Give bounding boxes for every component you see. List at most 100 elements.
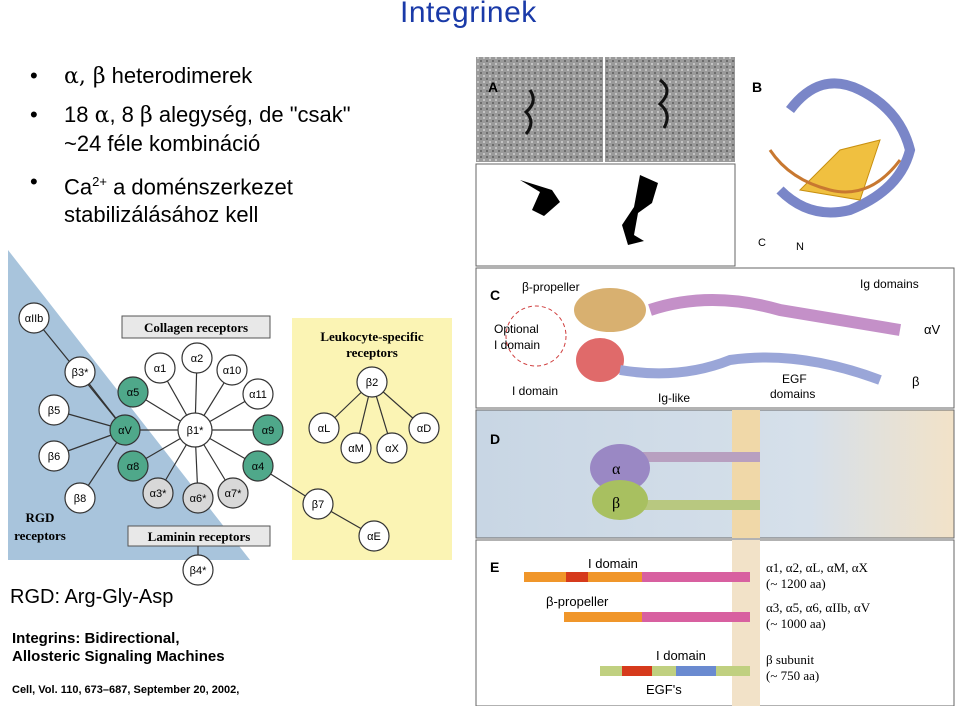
reference-citation: Cell, Vol. 110, 673–687, September 20, 2… (12, 684, 240, 696)
bullet-text: a doménszerkezet (106, 174, 293, 200)
node-av: αV (109, 414, 141, 446)
panel-e: E I domain β-propeller I domain EGF's α1… (475, 539, 955, 706)
rgd-definition: RGD: Arg-Gly-Asp (10, 586, 174, 608)
alpha-chain-structure (648, 294, 901, 336)
optional-idomain-outline (505, 305, 567, 367)
svg-text:β6: β6 (48, 451, 60, 463)
svg-text:α6*: α6* (190, 493, 207, 505)
svg-text:β3*: β3* (72, 367, 89, 379)
rgd-label-1: RGD (26, 510, 55, 525)
node-aiib: αIIb (18, 302, 50, 334)
bullet-greek: α (94, 103, 110, 128)
em-trace-2 (657, 78, 669, 129)
beta-sheet-ribbon (798, 139, 881, 201)
svg-text:α2: α2 (191, 353, 203, 365)
svg-text:α3*: α3* (150, 488, 167, 500)
beta-stalk (620, 500, 760, 510)
svg-text:α1: α1 (154, 363, 166, 375)
svg-text:β2: β2 (366, 377, 378, 389)
collagen-box (121, 315, 271, 339)
panel-b-c-terminus: C (758, 237, 766, 249)
svg-text:αE: αE (367, 531, 381, 543)
panel-b: B C N (738, 57, 954, 266)
node-a9: α9 (252, 414, 284, 446)
bullet-marker: • (30, 63, 38, 88)
svg-text:β5: β5 (48, 405, 60, 417)
bar-alpha-short-propeller (564, 612, 642, 622)
node-a7: α7* (217, 477, 249, 509)
bullet-text: 18 (64, 102, 95, 127)
propeller-structure (574, 288, 646, 332)
bullet-text: heterodimerek (105, 63, 253, 88)
panel-b-n-terminus: N (796, 241, 804, 253)
beta-head (592, 480, 648, 520)
panel-e-group3-line1: β subunit (766, 652, 815, 667)
panel-e-group1-line1: α1, α2, αL, αM, αX (766, 560, 869, 575)
node-a10: α10 (216, 354, 248, 386)
panel-a-label: A (488, 79, 498, 95)
panel-d-label: D (490, 431, 500, 447)
panel-e-idomain-2: I domain (656, 648, 706, 663)
membrane-band (732, 540, 760, 706)
node-a2: α2 (181, 342, 213, 374)
svg-text:β8: β8 (74, 493, 86, 505)
panel-e-idomain: I domain (588, 556, 638, 571)
node-a3: α3* (142, 477, 174, 509)
svg-text:β4*: β4* (190, 565, 207, 577)
svg-text:α9: α9 (262, 425, 274, 437)
leukocyte-label-2: receptors (346, 345, 398, 360)
node-a11: α11 (242, 378, 274, 410)
panel-a: A (475, 57, 736, 267)
panel-e-label: E (490, 559, 499, 575)
panel-d-beta: β (612, 495, 620, 512)
node-b6: β6 (38, 440, 70, 472)
bullet-greek: β (140, 103, 153, 128)
panel-e-group2-line1: α3, α5, α6, αIIb, αV (766, 600, 871, 615)
em-shape-2 (622, 175, 658, 245)
bar-beta-idomain (622, 666, 652, 676)
collagen-label: Collagen receptors (144, 320, 248, 335)
node-ax: αX (376, 432, 408, 464)
node-a1: α1 (144, 352, 176, 384)
svg-text:αD: αD (417, 423, 431, 435)
panel-e-group1-line2: (~ 1200 aa) (766, 576, 826, 591)
panel-c-egf-1: EGF (782, 372, 807, 386)
panel-d: D α β (475, 409, 955, 539)
page-title: Integrinek (400, 0, 537, 29)
bar-alpha-long-idomain (566, 572, 588, 582)
panel-e-egfs: EGF's (646, 682, 682, 697)
panel-c: C β-propeller Ig domains Optional I doma… (475, 267, 955, 409)
bar-alpha-short (564, 612, 750, 622)
reference-title-line1: Integrins: Bidirectional, (12, 630, 180, 647)
reference-title-line2: Allosteric Signaling Machines (12, 648, 225, 665)
panel-c-ig-domains: Ig domains (860, 277, 919, 291)
svg-text:αX: αX (385, 443, 399, 455)
loop-ribbon (768, 149, 902, 194)
reference-title: Integrins: Bidirectional, Allosteric Sig… (12, 630, 225, 666)
node-a5: α5 (117, 376, 149, 408)
bar-beta-egf (676, 666, 716, 676)
bar-beta (600, 666, 750, 676)
panel-c-idomain: I domain (512, 384, 558, 398)
svg-text:α7*: α7* (225, 488, 242, 500)
bar-alpha-long-propeller-2 (588, 572, 642, 582)
bullet-marker: • (30, 169, 38, 194)
bullet-marker: • (30, 102, 38, 127)
node-b7: β7 (302, 488, 334, 520)
bullet-greek: α, β (64, 64, 106, 89)
bullet-calcium: • Ca2+ a doménszerkezet stabilizálásához… (30, 168, 351, 229)
bullet-text: , 8 (109, 102, 141, 127)
structure-panels: A B C N C β-propeller Ig domains Optiona… (475, 57, 955, 706)
svg-text:αM: αM (348, 443, 364, 455)
alpha-head (590, 444, 650, 492)
laminin-label: Laminin receptors (148, 529, 251, 544)
integrin-network-diagram: Collagen receptors Leukocyte-specific re… (8, 250, 452, 586)
bullet-text-line2: ~24 féle kombináció (64, 131, 261, 156)
svg-text:αL: αL (318, 423, 330, 435)
panel-e-group2-line2: (~ 1000 aa) (766, 616, 826, 631)
bullet-sup: 2+ (92, 174, 107, 189)
bullet-list: • α, β heterodimerek • 18 α, 8 β alegysé… (30, 62, 351, 239)
panel-c-optional-2: I domain (494, 338, 540, 352)
em-shape-1 (520, 180, 560, 216)
node-ad: αD (408, 412, 440, 444)
